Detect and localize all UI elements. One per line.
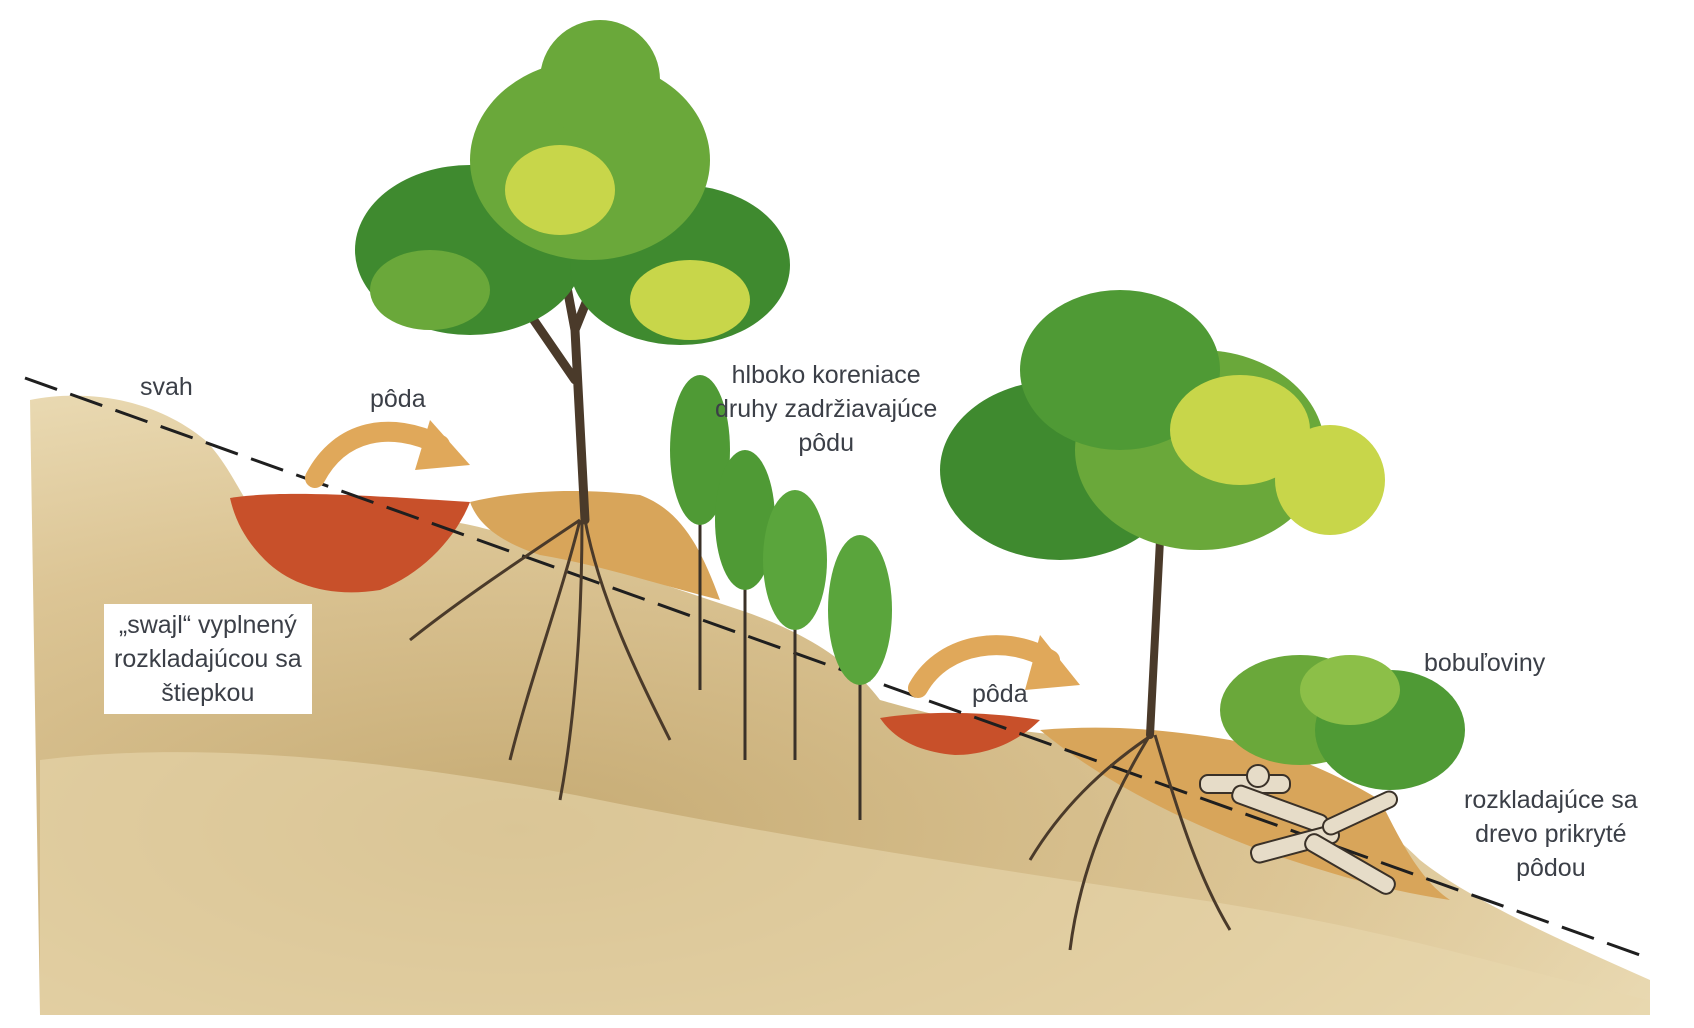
label-deep-rooting-line2: druhy zadržiavajúce bbox=[715, 392, 937, 426]
label-deep-rooting-line3: pôdu bbox=[715, 426, 937, 460]
label-rotting-wood-line3: pôdou bbox=[1464, 851, 1638, 885]
label-rotting-wood-line1: rozkladajúce sa bbox=[1464, 783, 1638, 817]
label-deep-rooting: hlboko koreniace druhy zadržiavajúce pôd… bbox=[715, 358, 937, 460]
label-swale-line1: „swajl“ vyplnený bbox=[114, 608, 302, 642]
label-deep-rooting-line1: hlboko koreniace bbox=[715, 358, 937, 392]
label-rotting-wood: rozkladajúce sa drevo prikryté pôdou bbox=[1464, 783, 1638, 885]
label-berries: bobuľoviny bbox=[1424, 646, 1545, 680]
label-swale: „swajl“ vyplnený rozkladajúcou sa štiepk… bbox=[104, 604, 312, 714]
label-soil-mid: pôda bbox=[972, 677, 1028, 711]
label-soil-top: pôda bbox=[370, 382, 426, 416]
label-swale-line3: štiepkou bbox=[114, 676, 302, 710]
label-slope: svah bbox=[140, 370, 193, 404]
arrow-top bbox=[315, 420, 470, 478]
label-swale-line2: rozkladajúcou sa bbox=[114, 642, 302, 676]
label-rotting-wood-line2: drevo prikryté bbox=[1464, 817, 1638, 851]
